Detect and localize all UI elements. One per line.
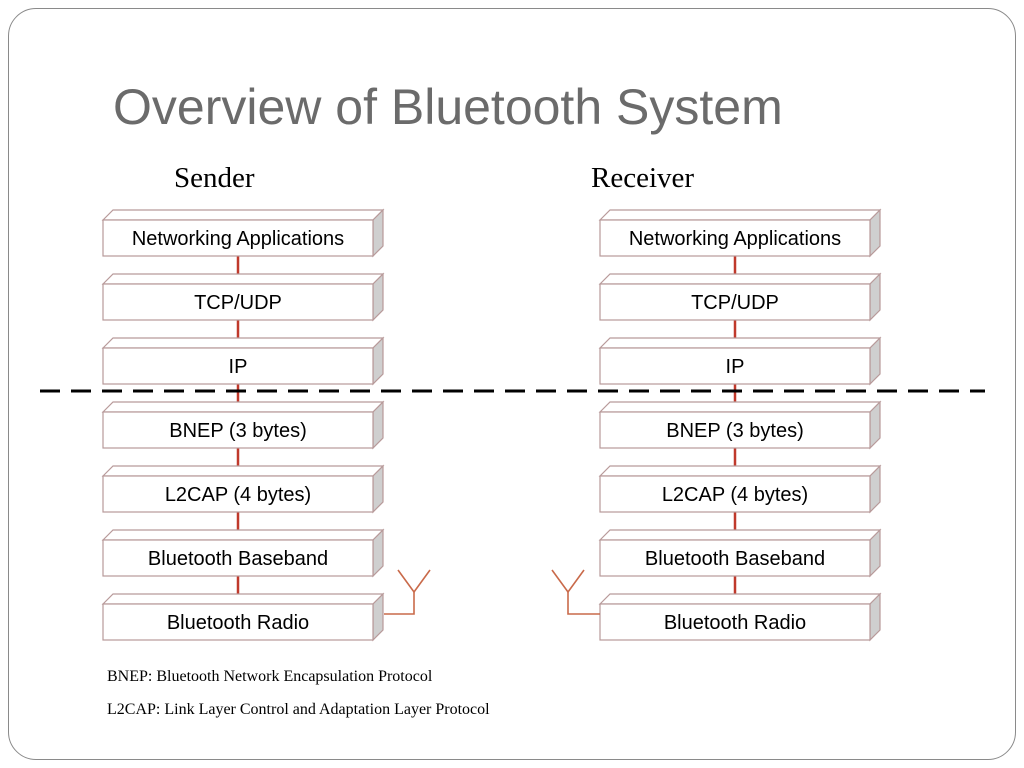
receiver-layer-box: Bluetooth Baseband bbox=[598, 528, 882, 578]
sender-layer-box: IP bbox=[101, 336, 385, 386]
receiver-layer-box: IP bbox=[598, 336, 882, 386]
sender-layer-label: TCP/UDP bbox=[194, 292, 282, 314]
footnote-bnep: BNEP: Bluetooth Network Encapsulation Pr… bbox=[107, 668, 433, 685]
sender-layer-box: L2CAP (4 bytes) bbox=[101, 464, 385, 514]
sender-layer-label: L2CAP (4 bytes) bbox=[165, 484, 311, 506]
sender-layer-box: Bluetooth Radio bbox=[101, 592, 385, 642]
sender-antenna-icon bbox=[384, 569, 431, 615]
receiver-layer-label: Bluetooth Radio bbox=[664, 612, 806, 634]
sender-layer-box: BNEP (3 bytes) bbox=[101, 400, 385, 450]
receiver-antenna-icon bbox=[551, 569, 600, 615]
receiver-layer-box: Bluetooth Radio bbox=[598, 592, 882, 642]
sender-label: Sender bbox=[174, 162, 255, 194]
sender-layer-label: BNEP (3 bytes) bbox=[169, 420, 306, 442]
sender-layer-box: Networking Applications bbox=[101, 208, 385, 258]
slide-title: Overview of Bluetooth System bbox=[113, 79, 783, 135]
sender-layer-box: TCP/UDP bbox=[101, 272, 385, 322]
receiver-layer-box: TCP/UDP bbox=[598, 272, 882, 322]
receiver-layer-label: L2CAP (4 bytes) bbox=[662, 484, 808, 506]
receiver-layer-label: TCP/UDP bbox=[691, 292, 779, 314]
receiver-label: Receiver bbox=[591, 162, 695, 194]
receiver-layer-label: IP bbox=[726, 356, 745, 378]
receiver-layer-label: BNEP (3 bytes) bbox=[666, 420, 803, 442]
receiver-layer-box: BNEP (3 bytes) bbox=[598, 400, 882, 450]
sender-layer-label: IP bbox=[229, 356, 248, 378]
sender-layer-label: Networking Applications bbox=[132, 228, 344, 250]
receiver-layer-box: L2CAP (4 bytes) bbox=[598, 464, 882, 514]
sender-layer-label: Bluetooth Baseband bbox=[148, 548, 328, 570]
footnote-l2cap: L2CAP: Link Layer Control and Adaptation… bbox=[107, 701, 490, 718]
receiver-layer-label: Bluetooth Baseband bbox=[645, 548, 825, 570]
sender-layer-box: Bluetooth Baseband bbox=[101, 528, 385, 578]
receiver-layer-box: Networking Applications bbox=[598, 208, 882, 258]
sender-layer-label: Bluetooth Radio bbox=[167, 612, 309, 634]
receiver-layer-label: Networking Applications bbox=[629, 228, 841, 250]
